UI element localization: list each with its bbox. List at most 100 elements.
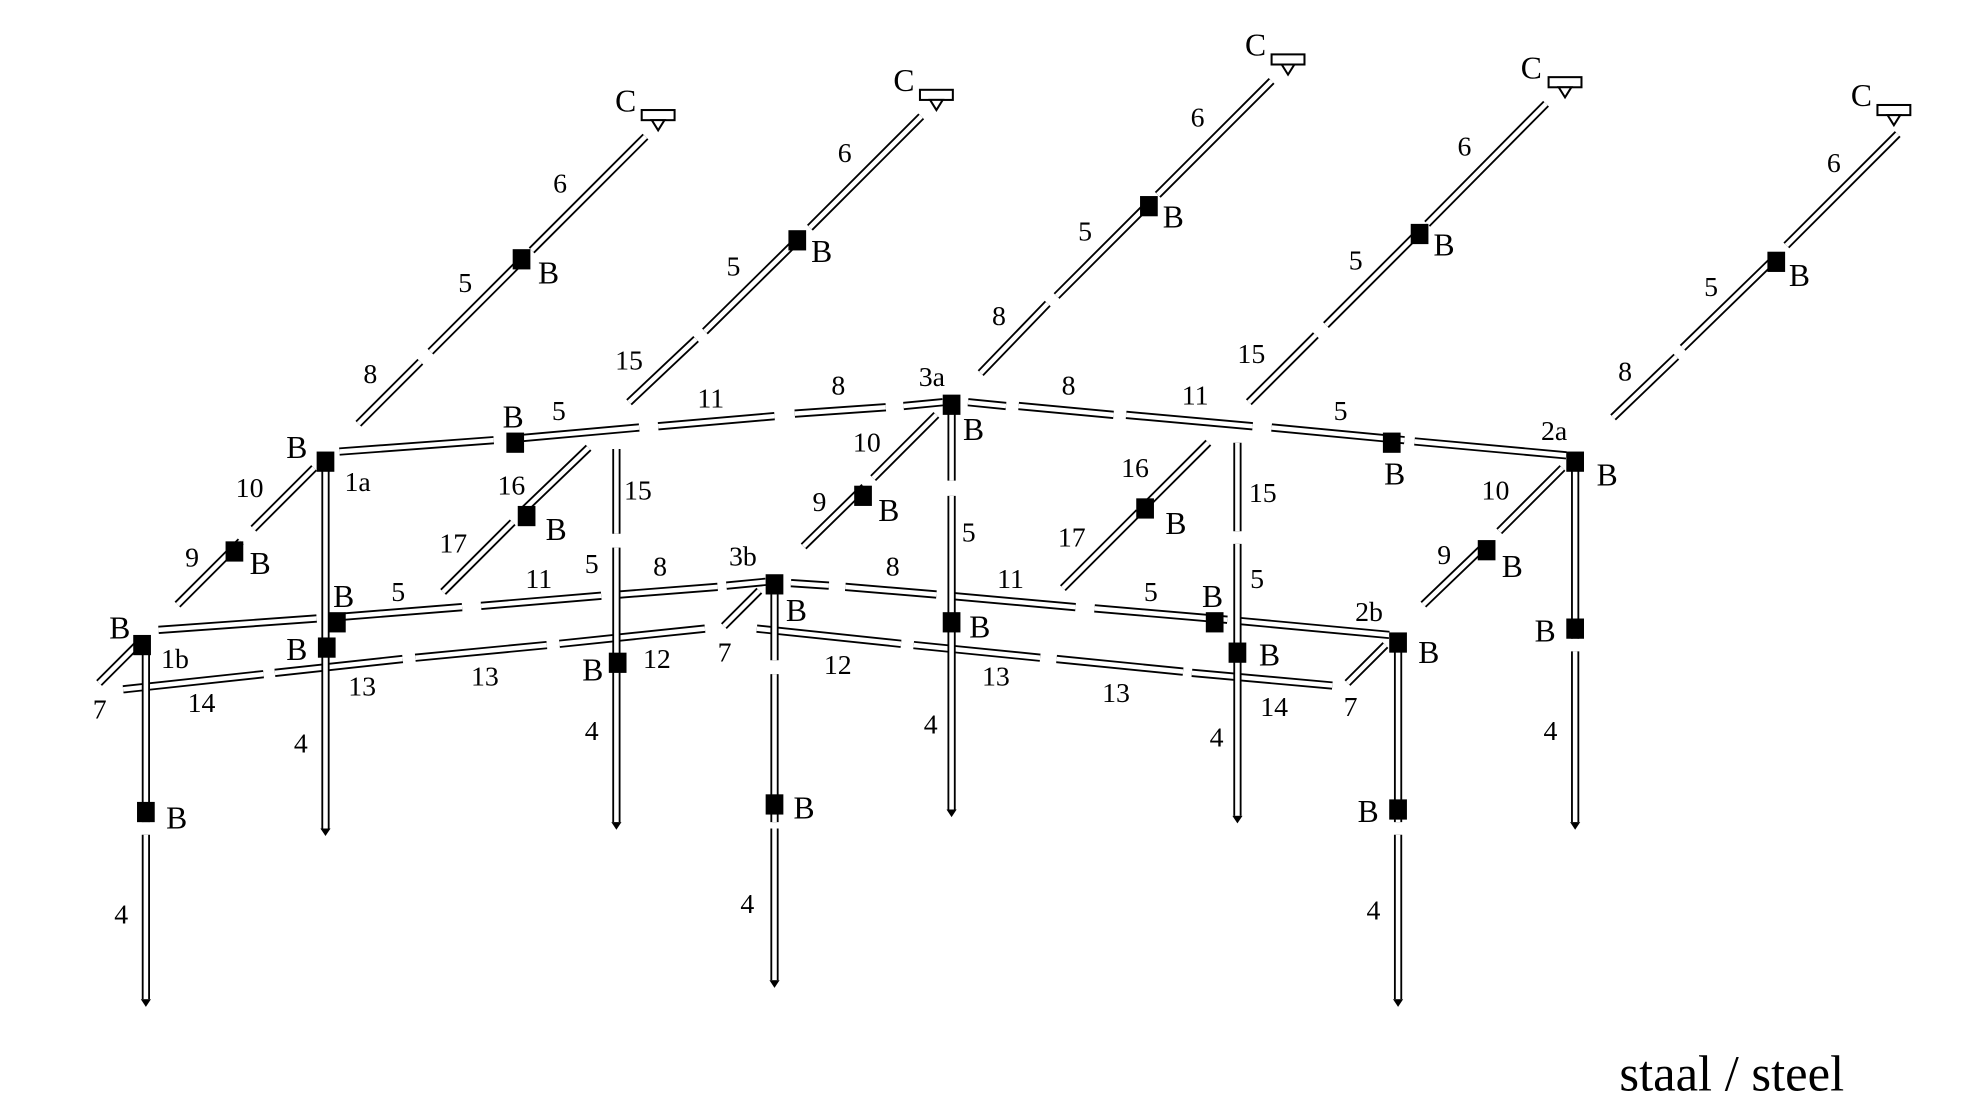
connectors: [133, 53, 1912, 823]
part-label-B: B: [1597, 458, 1618, 493]
pole-segment-interior: [274, 656, 403, 676]
pole-segment-interior: [657, 413, 775, 429]
c-cap-icon: [918, 88, 954, 101]
part-label-5: 5: [962, 517, 976, 548]
part-label-11: 11: [1182, 381, 1209, 412]
pole-segment-interior: [1247, 333, 1318, 404]
b-connector-icon: [225, 541, 244, 562]
part-label-13: 13: [982, 662, 1010, 693]
part-label-3a: 3a: [919, 362, 945, 393]
part-label-1b: 1b: [161, 644, 189, 675]
pole-segment-interior: [1271, 425, 1405, 443]
part-label-11: 11: [697, 383, 724, 414]
pole-segment-interior: [627, 337, 698, 404]
part-label-B: B: [963, 412, 984, 447]
b-connector-icon: [1389, 799, 1407, 820]
part-label-2a: 2a: [1541, 416, 1567, 447]
part-label-4: 4: [924, 710, 938, 741]
part-label-B: B: [1358, 794, 1379, 829]
part-label-C: C: [1245, 28, 1266, 63]
pole-segment-interior: [979, 301, 1050, 375]
b-connector-icon: [1767, 251, 1786, 272]
part-label-7: 7: [718, 638, 732, 669]
pole-segment-interior: [428, 258, 524, 354]
part-label-9: 9: [812, 487, 826, 518]
part-label-B: B: [1163, 200, 1184, 235]
c-cap-icon: [649, 119, 667, 133]
ground-spike-icon: [1570, 822, 1581, 830]
part-label-C: C: [893, 63, 914, 98]
part-label-B: B: [1418, 635, 1439, 670]
part-label-5: 5: [585, 549, 599, 580]
part-label-4: 4: [1544, 716, 1558, 747]
part-label-4: 4: [740, 889, 754, 920]
part-label-10: 10: [1482, 476, 1510, 507]
c-cap-icon: [640, 109, 676, 122]
part-label-14: 14: [188, 688, 216, 719]
pole-segment-interior: [903, 399, 943, 409]
pole-segment-interior: [756, 626, 902, 647]
pole-segment-interior: [1054, 205, 1147, 298]
part-label-11: 11: [525, 564, 552, 595]
b-connector-icon: [1566, 618, 1585, 639]
part-label-4: 4: [1210, 722, 1224, 753]
part-label-16: 16: [498, 471, 526, 502]
part-label-B: B: [793, 790, 814, 825]
part-label-9: 9: [1437, 540, 1451, 571]
part-label-B: B: [166, 800, 187, 835]
part-label-8: 8: [992, 301, 1006, 332]
b-connector-icon: [765, 794, 784, 815]
b-connector-icon: [317, 637, 336, 658]
pole-segment-interior: [480, 593, 602, 609]
pole-segment-interior: [794, 405, 886, 416]
b-connector-icon: [512, 249, 531, 270]
part-label-6: 6: [1191, 102, 1205, 133]
b-connector-icon: [608, 652, 627, 673]
part-label-B: B: [1789, 258, 1810, 293]
pole-segment-interior: [441, 520, 515, 594]
part-label-B: B: [333, 579, 354, 614]
pole-segment-interior: [1784, 132, 1900, 247]
part-label-3b: 3b: [729, 541, 757, 572]
part-label-17: 17: [439, 529, 467, 560]
pole-segment-interior: [97, 643, 139, 685]
pole-segment-interior: [1681, 257, 1776, 350]
ground-spike-icon: [611, 822, 622, 830]
pole-segment-interior: [530, 134, 648, 253]
c-cap-icon: [1876, 103, 1912, 117]
pole-segment-interior: [512, 425, 640, 442]
b-connector-icon: [1136, 498, 1154, 519]
pole-segment-interior: [339, 437, 494, 454]
part-label-8: 8: [1618, 357, 1632, 388]
pole-segment-interior: [1497, 466, 1565, 533]
part-label-8: 8: [653, 552, 667, 583]
pole-segment-interior: [948, 593, 1076, 610]
part-label-B: B: [1502, 549, 1523, 584]
b-connector-icon: [765, 574, 784, 595]
part-label-4: 4: [294, 729, 308, 760]
part-label-5: 5: [391, 577, 405, 608]
pole-segment-interior: [620, 584, 718, 597]
material-caption: staal / steel: [1619, 1045, 1844, 1101]
ground-spike-icon: [1393, 999, 1404, 1007]
pole-segment-interior: [1239, 618, 1390, 638]
pole-segment-interior: [913, 642, 1041, 660]
part-label-4: 4: [1366, 896, 1380, 927]
b-connector-icon: [328, 612, 346, 633]
part-label-5: 5: [1704, 272, 1718, 303]
c-cap-icon: [928, 98, 945, 112]
part-label-13: 13: [471, 662, 499, 693]
b-connector-icon: [788, 230, 807, 251]
pole-segment-interior: [1018, 403, 1114, 418]
pole-segment-interior: [808, 114, 923, 230]
pole-segment-interior: [1425, 102, 1548, 226]
pole-segment-interior: [1147, 441, 1210, 504]
pole-segment-interior: [1611, 355, 1678, 420]
part-label-12: 12: [643, 644, 671, 675]
pole-segment-interior: [521, 446, 591, 513]
part-label-10: 10: [853, 428, 881, 459]
part-label-C: C: [1851, 78, 1872, 113]
part-label-5: 5: [458, 268, 472, 299]
